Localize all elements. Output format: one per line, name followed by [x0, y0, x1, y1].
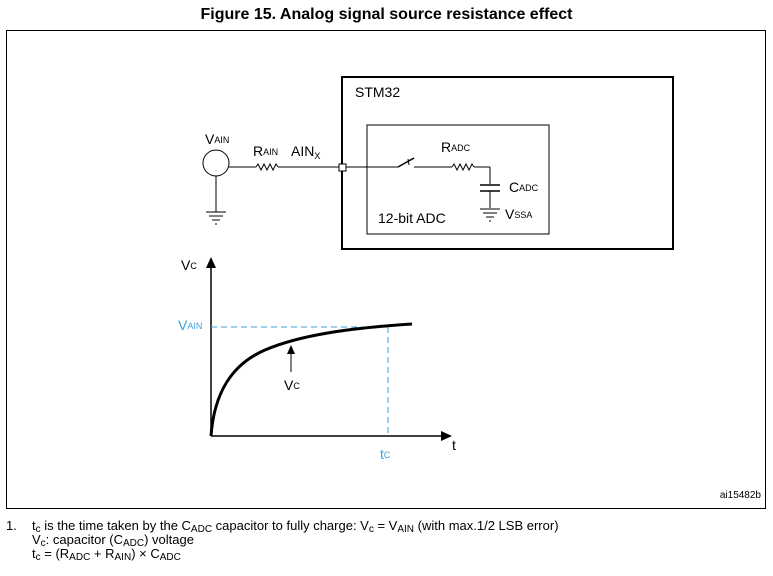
voltage-source-icon — [202, 149, 230, 177]
vssa-ground-icon — [480, 208, 500, 222]
vain-level-label: VAIN — [178, 317, 202, 333]
ground-icon — [206, 211, 226, 225]
footnote-line-3: tc = (RADC + RAIN) × CADC — [32, 546, 181, 563]
vssa-label: VSSA — [505, 206, 532, 222]
y-axis-label: VC — [181, 257, 197, 273]
radc-label: RADC — [441, 139, 471, 155]
resistor-radc-icon — [451, 162, 475, 172]
rain-label: RAIN — [253, 143, 278, 159]
switch-tick — [407, 158, 410, 166]
tc-label: tC — [380, 446, 391, 462]
x-axis-arrow-icon — [441, 431, 452, 441]
footnote: 1. tc is the time taken by the CADC capa… — [6, 518, 559, 563]
y-axis-arrow-icon — [206, 257, 216, 268]
switch-icon — [397, 157, 415, 168]
figure-title: Figure 15. Analog signal source resistan… — [200, 6, 573, 23]
stm32-label: STM32 — [355, 84, 400, 100]
figure-frame — [6, 30, 766, 509]
cadc-label: CADC — [509, 179, 539, 195]
adc-label: 12-bit ADC — [378, 210, 446, 226]
adc-box — [366, 124, 550, 235]
resistor-rain-icon — [255, 162, 279, 172]
charging-curve — [209, 322, 413, 437]
x-axis-label: t — [452, 437, 456, 453]
footnote-number: 1. — [6, 518, 17, 533]
ainx-pin — [338, 163, 347, 172]
vain-label: VAIN — [205, 131, 229, 147]
curve-pointer-arrow-icon — [287, 345, 295, 354]
footnote-line-2: Vc: capacitor (CADC) voltage — [32, 532, 194, 549]
capacitor-icon — [480, 184, 500, 192]
stm32-box — [341, 76, 674, 250]
footnote-line-1: tc is the time taken by the CADC capacit… — [32, 518, 559, 535]
reference-code: ai15482b — [719, 490, 761, 501]
ainx-label: AINX — [291, 143, 320, 161]
curve-label: VC — [284, 377, 300, 393]
